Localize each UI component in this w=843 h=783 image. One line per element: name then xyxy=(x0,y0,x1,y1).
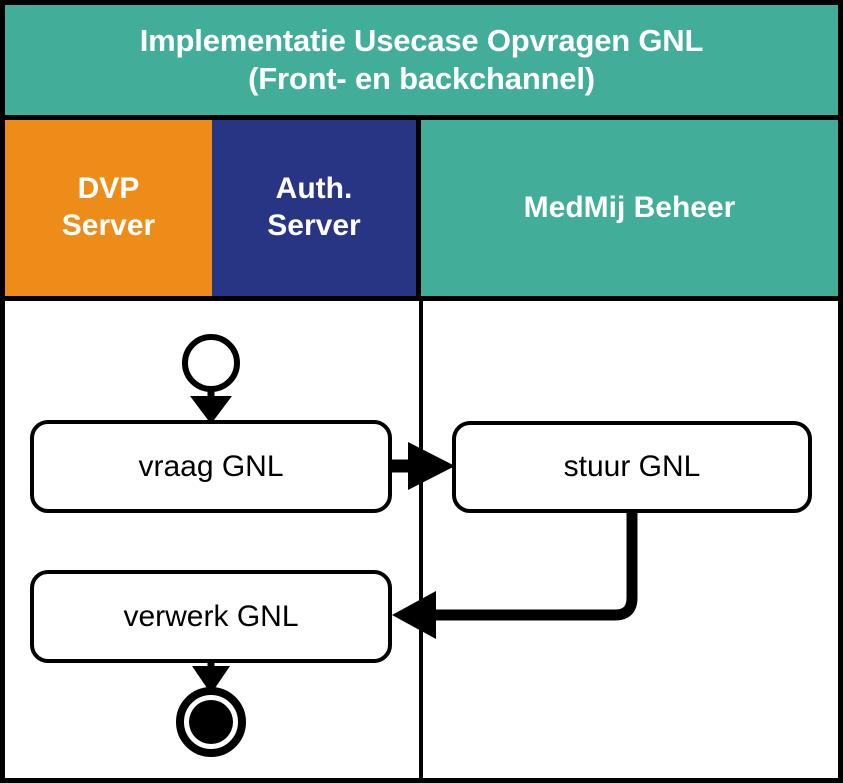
lane-header-medmij-beheer-label: MedMij Beheer xyxy=(523,190,736,224)
header-band-bottom-rule xyxy=(5,296,838,301)
lane-header-dvp-server-label: DVP Server xyxy=(61,172,156,242)
lane-header-auth-server-label: Auth. Server xyxy=(267,172,361,242)
activity-node-verwerk-gnl[interactable]: verwerk GNL xyxy=(30,570,392,663)
header-lane-divider xyxy=(416,120,421,296)
lane-header-dvp-server: DVP Server xyxy=(5,120,212,296)
activity-node-stuur-gnl[interactable]: stuur GNL xyxy=(452,421,812,513)
page-title: Implementatie Usecase Opvragen GNL (Fron… xyxy=(139,23,704,96)
lane-header-auth-server: Auth. Server xyxy=(212,120,416,296)
activity-node-vraag-gnl-label: vraag GNL xyxy=(138,449,284,483)
lane-header-medmij-beheer: MedMij Beheer xyxy=(421,120,838,296)
activity-node-stuur-gnl-label: stuur GNL xyxy=(563,450,701,483)
diagram-title-banner: Implementatie Usecase Opvragen GNL (Fron… xyxy=(5,5,838,115)
header-band-top-rule xyxy=(5,115,838,120)
activity-node-verwerk-gnl-label: verwerk GNL xyxy=(123,599,299,633)
swimlane-divider-vertical xyxy=(419,301,423,778)
activity-node-vraag-gnl[interactable]: vraag GNL xyxy=(30,420,392,513)
